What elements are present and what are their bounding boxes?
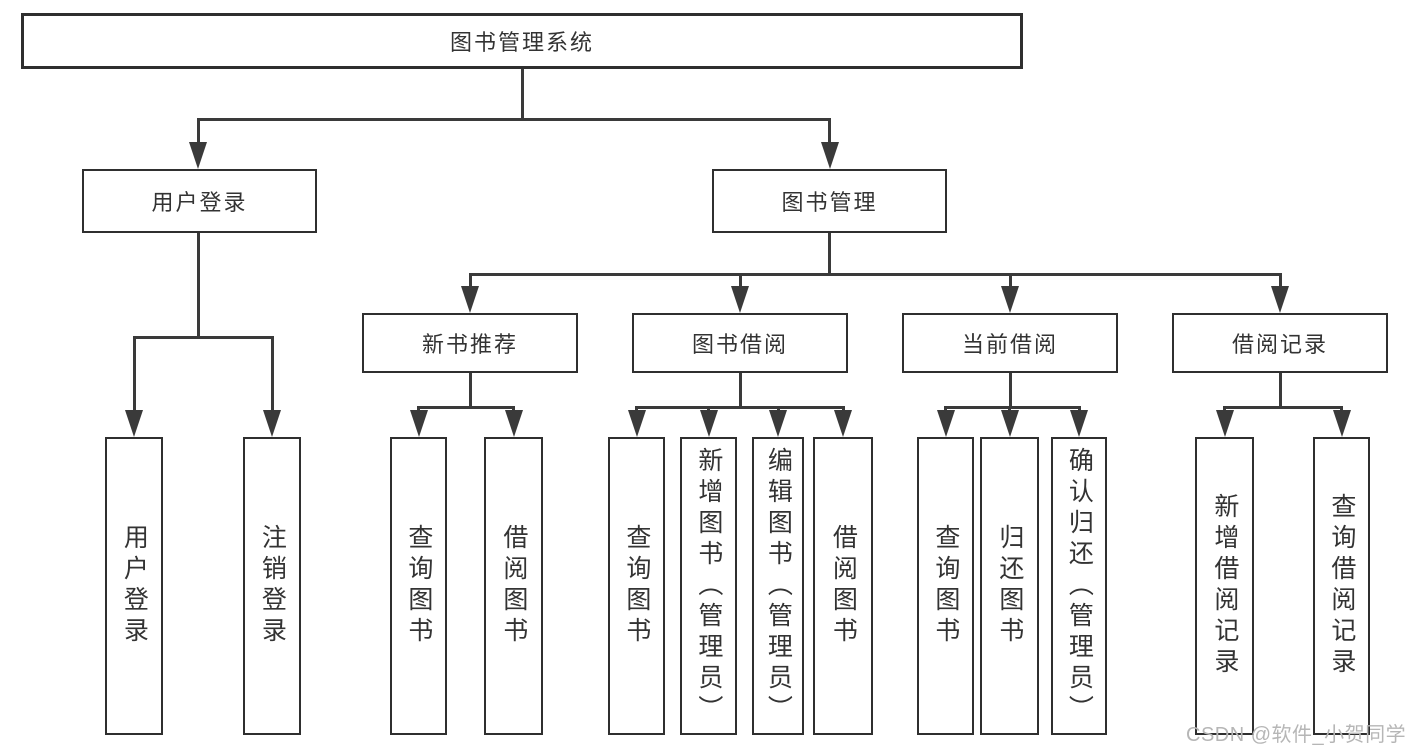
node-book-management: 图书管理 [712, 169, 947, 233]
edge-to-new-book-rec [468, 273, 472, 289]
leaf-user-login-label: 用户登录 [120, 524, 149, 648]
node-book-borrow: 图书借阅 [632, 313, 848, 373]
edge-book-mgmt-splitter [468, 273, 1282, 276]
edge-borrow-record-trunk [1278, 373, 1282, 406]
leaf-borrow-edit-books-admin: 编辑图书（管理员） [752, 437, 804, 735]
leaf-borrow-query-books: 查询图书 [608, 437, 665, 735]
leaf-current-query-books-label: 查询图书 [931, 524, 960, 648]
leaf-recommend-borrow-books-label: 借阅图书 [499, 524, 528, 648]
leaf-borrow-add-books-admin-label: 新增图书（管理员） [694, 446, 723, 726]
arrowhead-bb-borrow [834, 410, 852, 437]
edge-new-book-rec-trunk [468, 373, 472, 406]
arrowhead-rec-query [409, 410, 428, 437]
arrowhead-current-borrow [1001, 286, 1019, 313]
edge-root-trunk [520, 69, 524, 118]
edge-book-borrow-trunk [738, 373, 742, 406]
edge-current-borrow-trunk [1008, 373, 1012, 406]
edge-to-user-login [196, 118, 200, 146]
leaf-recommend-query-books-label: 查询图书 [404, 524, 433, 648]
leaf-borrow-query-books-label: 查询图书 [622, 524, 651, 648]
arrowhead-new-book-rec [461, 286, 479, 313]
arrowhead-bb-query [627, 410, 646, 437]
edge-book-borrow-splitter [635, 406, 845, 409]
edge-user-login-trunk [196, 233, 200, 336]
edge-to-current-borrow [1008, 273, 1012, 289]
leaf-current-confirm-return-admin-label: 确认归还（管理员） [1065, 446, 1094, 726]
arrowhead-cb-confirm [1070, 410, 1088, 437]
leaf-user-login: 用户登录 [105, 437, 163, 735]
edge-to-borrow-record [1278, 273, 1282, 289]
arrowhead-bb-add [699, 410, 718, 437]
csdn-watermark: CSDN @软件_小贺同学 [1186, 724, 1405, 746]
leaf-record-add-borrow-record: 新增借阅记录 [1195, 437, 1254, 735]
node-new-book-recommend: 新书推荐 [362, 313, 578, 373]
leaf-borrow-borrow-books: 借阅图书 [813, 437, 873, 735]
arrowhead-rec-borrow [504, 410, 523, 437]
leaf-current-return-books-label: 归还图书 [995, 524, 1024, 648]
leaf-logout-label: 注销登录 [258, 524, 287, 648]
node-borrow-record: 借阅记录 [1172, 313, 1388, 373]
leaf-record-query-borrow-record-label: 查询借阅记录 [1327, 493, 1356, 679]
arrowhead-br-add [1215, 410, 1234, 437]
node-root: 图书管理系统 [21, 13, 1023, 69]
arrowhead-cb-query [936, 410, 955, 437]
edge-user-login-splitter [132, 336, 274, 339]
leaf-current-return-books: 归还图书 [980, 437, 1039, 735]
leaf-borrow-borrow-books-label: 借阅图书 [829, 524, 858, 648]
edge-to-leaf-logout [270, 336, 274, 413]
edge-new-book-rec-splitter [417, 406, 515, 409]
node-user-login-label: 用户登录 [151, 190, 248, 215]
leaf-current-confirm-return-admin: 确认归还（管理员） [1051, 437, 1107, 735]
leaf-logout: 注销登录 [243, 437, 301, 735]
leaf-recommend-borrow-books: 借阅图书 [484, 437, 543, 735]
edge-borrow-record-splitter [1223, 406, 1343, 409]
arrowhead-book-mgmt [820, 142, 839, 169]
node-borrow-record-label: 借阅记录 [1231, 332, 1328, 357]
arrowhead-bb-edit [769, 410, 787, 437]
node-current-borrow-label: 当前借阅 [961, 332, 1058, 357]
leaf-current-query-books: 查询图书 [917, 437, 974, 735]
edge-to-leaf-user-login [132, 336, 136, 413]
arrowhead-br-query [1332, 410, 1351, 437]
node-current-borrow: 当前借阅 [902, 313, 1118, 373]
arrowhead-leaf-user-login [125, 410, 143, 437]
arrowhead-cb-return [1000, 410, 1019, 437]
arrowhead-borrow-record [1271, 286, 1289, 313]
node-user-login: 用户登录 [82, 169, 317, 233]
leaf-record-query-borrow-record: 查询借阅记录 [1313, 437, 1370, 735]
leaf-record-add-borrow-record-label: 新增借阅记录 [1210, 493, 1239, 679]
node-book-borrow-label: 图书借阅 [691, 332, 788, 357]
leaf-borrow-add-books-admin: 新增图书（管理员） [680, 437, 737, 735]
node-book-management-label: 图书管理 [781, 190, 878, 215]
arrowhead-book-borrow [731, 286, 749, 313]
edge-current-borrow-splitter [944, 406, 1081, 409]
edge-to-book-mgmt [828, 118, 831, 146]
edge-root-splitter [196, 118, 831, 121]
node-new-book-recommend-label: 新书推荐 [421, 332, 518, 357]
leaf-borrow-edit-books-admin-label: 编辑图书（管理员） [764, 446, 793, 726]
arrowhead-user-login [189, 142, 207, 169]
leaf-recommend-query-books: 查询图书 [390, 437, 447, 735]
arrowhead-leaf-logout [263, 410, 281, 437]
edge-to-book-borrow [738, 273, 742, 289]
edge-book-mgmt-trunk [828, 233, 831, 273]
node-root-label: 图书管理系统 [449, 30, 594, 55]
